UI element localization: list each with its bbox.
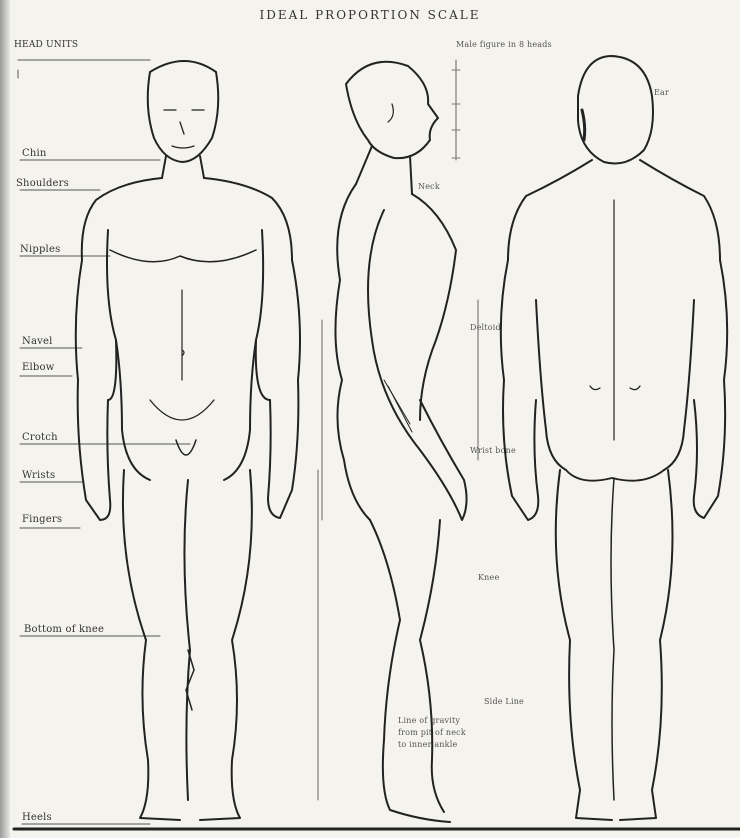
side-figure xyxy=(335,62,466,822)
front-figure xyxy=(76,61,300,820)
side-guides xyxy=(318,60,478,800)
back-figure xyxy=(501,56,727,820)
scale-leader-lines xyxy=(18,60,190,824)
